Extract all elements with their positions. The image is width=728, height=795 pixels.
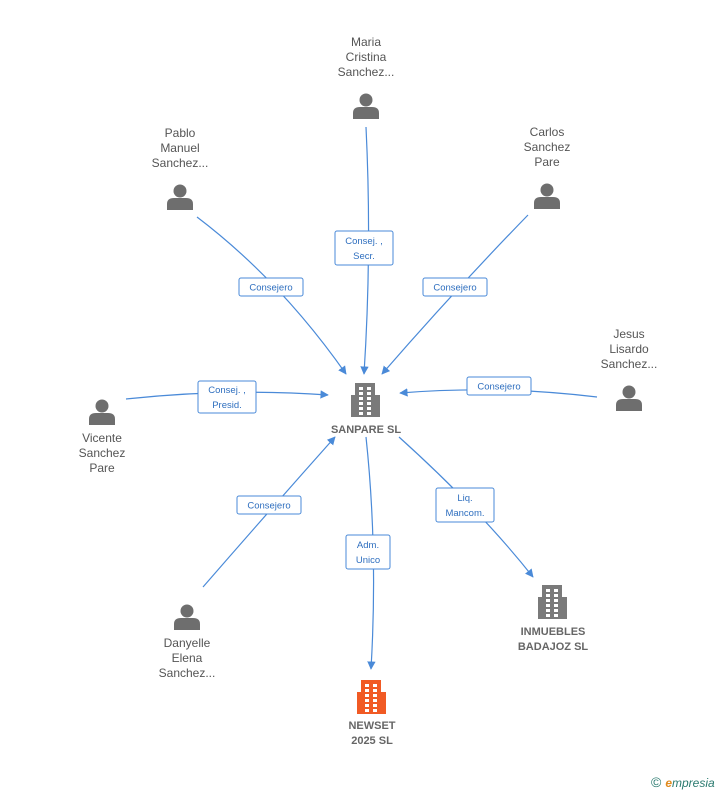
edge-label-text: Mancom.	[445, 508, 484, 519]
node-label: Sanchez...	[601, 357, 658, 371]
node-label: Elena	[172, 651, 203, 665]
edge-label-maria-sanpare[interactable]: Consej. , Secr.	[334, 230, 394, 266]
edge-label-text: Consejero	[249, 283, 292, 294]
edge-label-text: Adm.	[357, 540, 379, 551]
node-label: Sanchez	[524, 140, 571, 154]
edge-label-box	[466, 376, 532, 396]
edge-label-box	[238, 277, 304, 297]
node-label: Sanchez	[79, 446, 126, 460]
edge-label-text: Consej. ,	[345, 236, 383, 247]
brand-name: mpresia	[672, 776, 715, 790]
person-icon	[174, 604, 200, 630]
edge-label-box	[197, 380, 257, 414]
building-icon	[538, 585, 567, 619]
edge-label-danyelle-sanpare[interactable]: Consejero	[236, 495, 302, 515]
node-label: Vicente	[82, 431, 122, 445]
person-icon	[353, 93, 379, 119]
node-label: Sanchez...	[152, 156, 209, 170]
person-icon	[534, 183, 560, 209]
node-label: Pare	[534, 155, 560, 169]
edge-label-text: Secr.	[353, 251, 375, 262]
node-label: Sanchez...	[338, 65, 395, 79]
edge-label-text: Consejero	[433, 283, 476, 294]
company-node-sanpare[interactable]: SANPARE SL	[331, 383, 401, 436]
person-node-danyelle[interactable]: DanyelleElenaSanchez...	[159, 604, 216, 681]
edge-label-box	[435, 487, 495, 523]
edge-label-text: Consej. ,	[208, 385, 246, 396]
edge-label-box	[236, 495, 302, 515]
edge-label-pablo-sanpare[interactable]: Consejero	[238, 277, 304, 297]
building-icon	[357, 680, 386, 714]
edge-label-jesus-sanpare[interactable]: Consejero	[466, 376, 532, 396]
edge-label-box	[422, 277, 488, 297]
node-label: Pare	[89, 461, 115, 475]
edge-label-text: Consejero	[477, 382, 520, 393]
node-label: Maria	[351, 35, 381, 49]
edge-label-carlos-sanpare[interactable]: Consejero	[422, 277, 488, 297]
empresia-brand[interactable]: ©empresia	[651, 774, 715, 790]
node-label: Sanchez...	[159, 666, 216, 680]
person-icon	[616, 385, 642, 411]
company-node-newset[interactable]: NEWSET 2025 SL	[348, 680, 396, 747]
company-node-inmuebles[interactable]: INMUEBLES BADAJOZ SL	[518, 585, 589, 653]
person-node-pablo[interactable]: PabloManuelSanchez...	[152, 126, 209, 210]
edge-label-box	[334, 230, 394, 266]
node-label: 2025 SL	[351, 735, 393, 747]
edge-label-sanpare-newset[interactable]: Adm. Unico	[345, 534, 391, 570]
edge-label-vicente-sanpare[interactable]: Consej. , Presid.	[197, 380, 257, 414]
node-label: Lisardo	[609, 342, 649, 356]
node-label: Cristina	[346, 50, 387, 64]
node-label: Carlos	[530, 125, 565, 139]
copyright-symbol: ©	[651, 774, 662, 790]
edge-label-box	[345, 534, 391, 570]
brand-logo-letter: e	[665, 776, 673, 790]
node-label: Manuel	[160, 141, 199, 155]
person-icon	[89, 399, 115, 425]
person-icon	[167, 184, 193, 210]
edge-label-text: Liq.	[457, 493, 472, 504]
node-label: NEWSET	[348, 720, 395, 732]
person-node-jesus[interactable]: JesusLisardoSanchez...	[601, 327, 658, 411]
edge-label-sanpare-inmuebles[interactable]: Liq. Mancom.	[435, 487, 495, 523]
node-label: Danyelle	[164, 636, 211, 650]
nodes-layer: SANPARE SLMariaCristinaSanchez...PabloMa…	[79, 35, 658, 747]
node-label: Jesus	[613, 327, 644, 341]
edge-label-text: Presid.	[212, 400, 242, 411]
node-label: INMUEBLES	[521, 626, 586, 638]
building-icon	[351, 383, 380, 417]
edge-label-text: Consejero	[247, 501, 290, 512]
edge-label-text: Unico	[356, 555, 380, 566]
node-label: BADAJOZ SL	[518, 641, 589, 653]
node-label: Pablo	[165, 126, 196, 140]
node-label: SANPARE SL	[331, 424, 401, 436]
person-node-maria[interactable]: MariaCristinaSanchez...	[338, 35, 395, 119]
